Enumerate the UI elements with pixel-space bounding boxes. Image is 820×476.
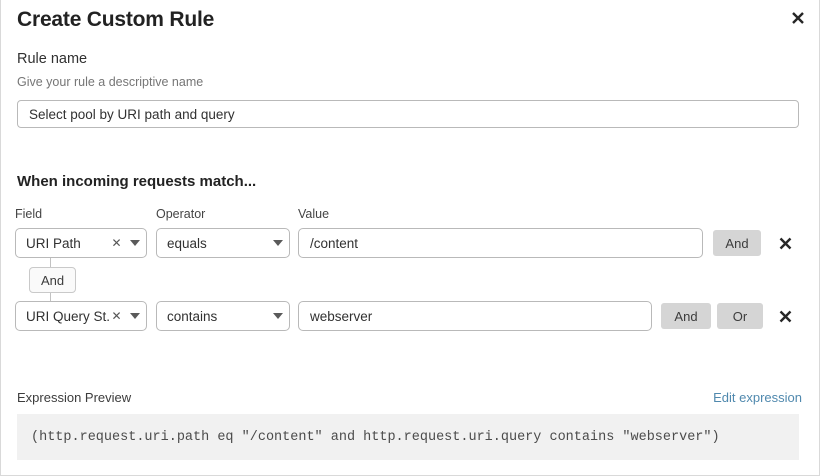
condition-row: URI Path ✕ equals And [1,228,820,258]
rule-name-label: Rule name [17,51,88,67]
column-header-operator: Operator [156,207,206,221]
or-button-1[interactable]: Or [717,303,763,329]
delete-condition-button-0[interactable] [773,231,797,255]
and-button-0[interactable]: And [713,230,761,256]
value-input-0[interactable] [298,228,703,258]
page-title: Create Custom Rule [17,8,215,31]
rule-name-help-text: Give your rule a descriptive name [17,75,204,89]
close-icon[interactable] [785,5,811,31]
operator-select-value-0: equals [167,235,207,251]
field-select-0[interactable]: URI Path ✕ [15,228,147,258]
and-button-1[interactable]: And [661,303,711,329]
column-header-value: Value [298,207,330,221]
condition-connector: And [15,258,135,302]
operator-select-0[interactable]: equals [156,228,290,258]
condition-row: URI Query St... ✕ contains And Or [1,301,820,331]
delete-icon [779,237,791,249]
connector-line-bottom [50,293,51,302]
chevron-down-icon[interactable] [267,313,289,319]
chevron-down-icon[interactable] [124,313,146,319]
rule-name-input[interactable] [17,100,799,128]
delete-condition-button-1[interactable] [773,304,797,328]
connector-line-top [50,258,51,267]
delete-icon [779,310,791,322]
expression-preview-code: (http.request.uri.path eq "/content" and… [17,414,799,460]
clear-icon[interactable]: ✕ [111,309,122,323]
connector-and-badge[interactable]: And [29,267,77,293]
expression-preview-label: Expression Preview [17,390,132,405]
column-header-field: Field [15,207,43,221]
value-input-1[interactable] [298,301,652,331]
operator-select-1[interactable]: contains [156,301,290,331]
close-icon-glyph [792,12,804,24]
field-select-value-0: URI Path [26,235,81,251]
conditions-heading: When incoming requests match... [17,173,257,190]
edit-expression-link[interactable]: Edit expression [713,390,802,405]
chevron-down-icon[interactable] [267,240,289,246]
field-select-1[interactable]: URI Query St... ✕ [15,301,147,331]
operator-select-value-1: contains [167,308,218,324]
chevron-down-icon[interactable] [124,240,146,246]
clear-icon[interactable]: ✕ [111,236,122,250]
field-select-value-1: URI Query St... [26,308,109,324]
